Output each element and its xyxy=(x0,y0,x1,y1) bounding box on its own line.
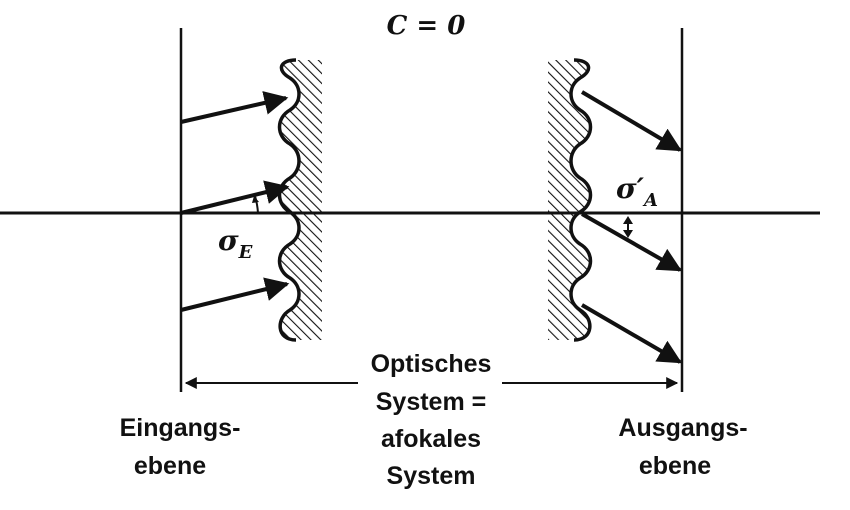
input-ray-bottom xyxy=(180,277,290,312)
svg-text:Ausgangs-: Ausgangs- xyxy=(618,414,747,442)
output-angle-arrow-down xyxy=(623,230,633,238)
input-plane-label: Eingangs- ebene xyxy=(120,414,241,480)
input-angle-arc xyxy=(254,195,259,214)
svg-text:System: System xyxy=(387,462,476,490)
output-angle-arrow-up xyxy=(623,216,633,224)
output-ray-top xyxy=(580,90,683,152)
svg-text:ebene: ebene xyxy=(134,452,206,480)
input-ray-middle xyxy=(180,180,290,215)
system-label: Optisches System = afokales System xyxy=(371,350,492,490)
svg-text:System =: System = xyxy=(376,388,487,416)
input-ray-top xyxy=(180,91,289,124)
svg-text:Optisches: Optisches xyxy=(371,350,492,378)
exit-surface xyxy=(548,58,593,342)
input-angle-arrow xyxy=(252,196,259,203)
output-ray-middle xyxy=(581,212,683,272)
sigma-e-label: σE xyxy=(218,224,253,263)
diagram-title: C = 0 xyxy=(387,11,466,41)
svg-text:afokales: afokales xyxy=(381,425,481,453)
sigma-a-label: σ′A xyxy=(616,172,658,211)
output-ray-bottom xyxy=(580,303,683,364)
svg-text:Eingangs-: Eingangs- xyxy=(120,414,241,442)
output-plane-label: Ausgangs- ebene xyxy=(618,414,747,480)
svg-text:ebene: ebene xyxy=(639,452,711,480)
entrance-surface xyxy=(277,58,322,342)
